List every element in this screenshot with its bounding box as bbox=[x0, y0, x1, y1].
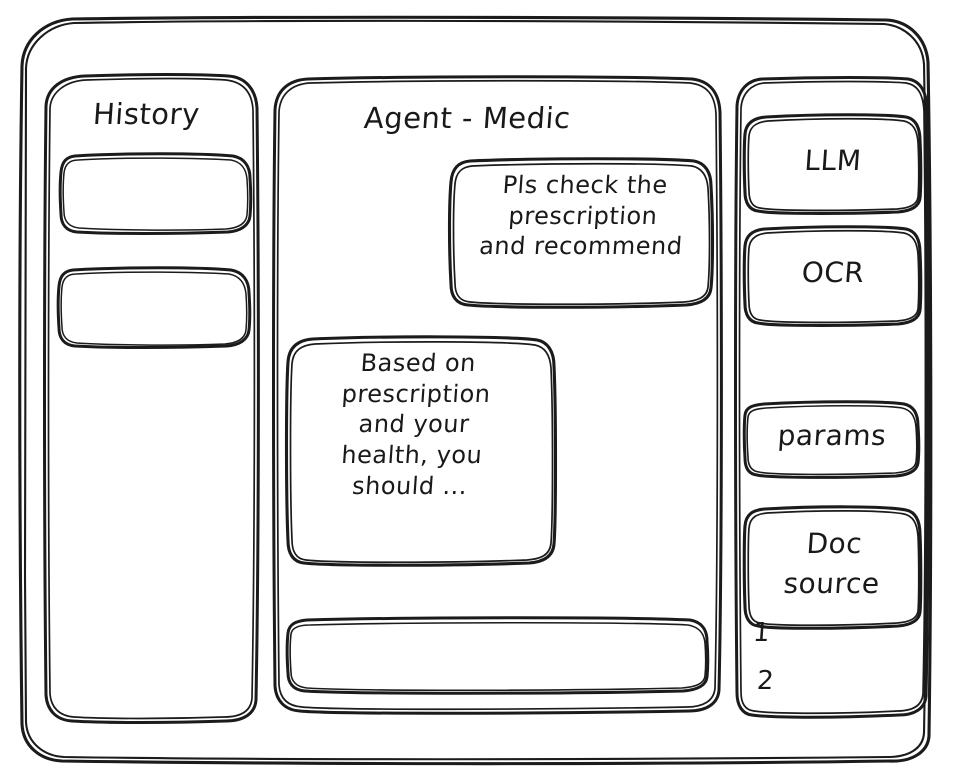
tool-doc-source-label: Doc source bbox=[782, 527, 881, 600]
window-frame-outline bbox=[18, 15, 933, 766]
tool-params-outline bbox=[742, 400, 921, 479]
tool-llm-button[interactable]: LLM bbox=[745, 117, 921, 214]
tool-params-button[interactable]: params bbox=[744, 404, 920, 478]
tool-doc-source-button[interactable]: Doc source bbox=[745, 509, 921, 629]
agent-message-text: Based on prescription and your health, y… bbox=[340, 349, 492, 500]
tools-panel-outline bbox=[734, 76, 930, 719]
tool-llm-label: LLM bbox=[803, 144, 863, 177]
sidebar-item-history-2[interactable] bbox=[59, 270, 249, 346]
tool-llm-outline bbox=[742, 113, 923, 215]
tool-ocr-label: OCR bbox=[800, 256, 866, 289]
agent-message-bubble-outline bbox=[284, 335, 558, 567]
tool-ocr-button[interactable]: OCR bbox=[745, 229, 921, 326]
history-item-2-outline bbox=[56, 266, 252, 349]
composer-input-outline bbox=[285, 616, 710, 695]
doc-source-item-2[interactable]: 2 bbox=[755, 666, 776, 696]
sidebar-panel-outline bbox=[43, 73, 260, 724]
sidebar-item-history-1[interactable] bbox=[61, 156, 251, 232]
doc-source-item-1[interactable]: 1 bbox=[751, 618, 772, 648]
main-panel-outline bbox=[272, 75, 723, 715]
history-item-1-outline bbox=[58, 152, 253, 235]
tool-ocr-outline bbox=[742, 225, 923, 327]
main-panel-title: Agent - Medic bbox=[362, 101, 572, 135]
tool-doc-source-outline bbox=[742, 505, 923, 630]
user-message-bubble-outline bbox=[447, 157, 715, 309]
user-message-text: Pls check the prescription and recommend bbox=[478, 171, 684, 261]
composer-input[interactable] bbox=[288, 620, 708, 692]
sidebar-title: History bbox=[91, 97, 201, 131]
tool-params-label: params bbox=[776, 419, 888, 452]
